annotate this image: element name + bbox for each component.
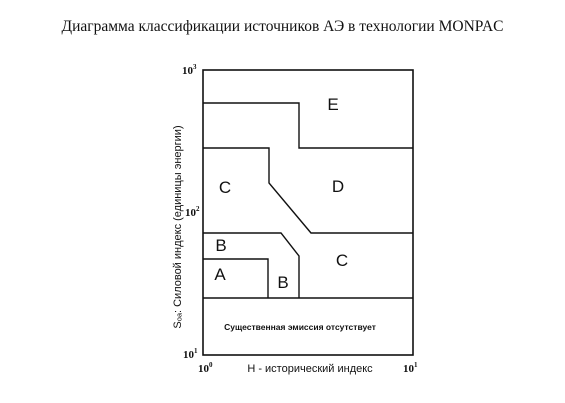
boundary-d — [203, 147, 413, 234]
diagram-title: Диаграмма классификации источников АЭ в … — [61, 18, 504, 35]
y-axis-label: Sₒₐ: Силовой индекс (единицы энергии) — [172, 125, 184, 328]
region-label-b-bottom: B — [277, 273, 288, 292]
region-label-d: D — [332, 177, 344, 196]
region-boundaries — [203, 102, 413, 299]
x-tick-label-1: 100 — [198, 361, 213, 375]
boundary-a — [203, 258, 269, 298]
region-label-a: A — [214, 265, 226, 284]
no-emission-note: Существенная эмиссия отсутствует — [224, 322, 376, 332]
x-axis-label: Н - исторический индекс — [247, 363, 373, 375]
plot-frame — [202, 69, 414, 356]
y-tick-label-100: 102 — [185, 205, 200, 219]
region-label-b-left: B — [215, 236, 226, 255]
x-tick-label-10: 101 — [403, 361, 418, 375]
boundary-b — [203, 232, 300, 298]
y-tick-label-1000: 103 — [182, 63, 197, 77]
y-tick-label-10: 101 — [183, 347, 198, 361]
region-label-e: E — [327, 95, 338, 114]
boundary-e — [203, 102, 413, 149]
region-label-c-lower: C — [336, 251, 348, 270]
region-label-c-upper: C — [219, 178, 231, 197]
